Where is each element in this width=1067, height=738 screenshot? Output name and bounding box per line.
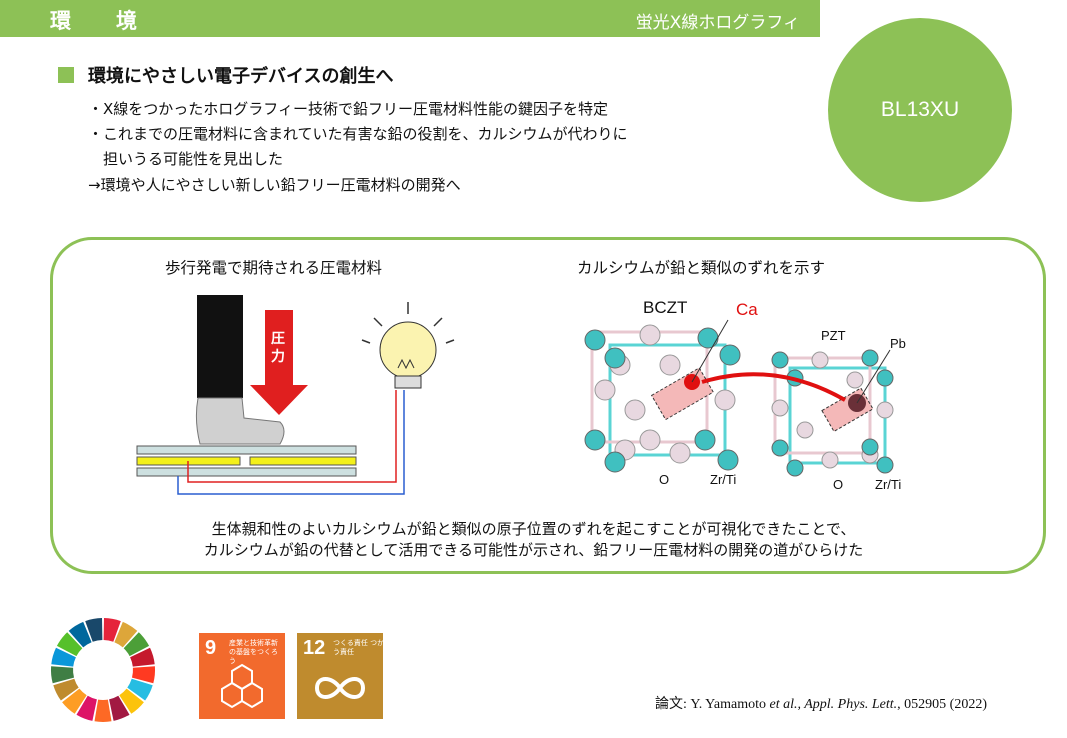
summary-line-1: 生体親和性のよいカルシウムが鉛と類似の原子位置のずれを起こすことが可視化できたこ…: [211, 520, 856, 538]
sdg-wheel-segment: [53, 678, 79, 701]
sdg-wheel-segment: [50, 666, 74, 684]
sdg-wheel-segment: [68, 621, 92, 648]
right-caption: カルシウムが鉛と類似のずれを示す: [577, 259, 826, 277]
goal-12-text: つくる責任 つかう責任: [333, 639, 385, 656]
figure-panel: [50, 237, 1046, 574]
left-caption: 歩行発電で期待される圧電材料: [165, 259, 383, 277]
o-label-1: O: [659, 472, 670, 487]
bczt-label: BCZT: [643, 298, 688, 317]
sdg-goal-9-tile: 9 産業と技術革新の基盤をつくろう: [199, 633, 285, 719]
header-bar: 環 境 蛍光X線ホログラフィ: [0, 0, 820, 37]
citation: 論文: Y. Yamamoto et al., Appl. Phys. Lett…: [655, 693, 987, 713]
category-label: 環 境: [50, 9, 149, 33]
bullet-2: ・これまでの圧電材料に含まれていた有害な鉛の役割を、カルシウムが代わりに: [88, 125, 628, 143]
goal-9-text: 産業と技術革新の基盤をつくろう: [229, 639, 278, 665]
walking-generation-illustration: [136, 295, 455, 495]
citation-prefix: 論文: Y. Yamamoto: [655, 697, 770, 712]
infinity-icon: [314, 677, 366, 699]
sdg-wheel-segment: [132, 666, 156, 684]
sdg-wheel-segment: [109, 695, 130, 721]
beamline-badge: BL13XU: [828, 18, 1012, 202]
sdg-wheel-segment: [85, 618, 103, 642]
double-arrow-icon: [701, 372, 846, 402]
citation-volume-year: , 052905 (2022): [897, 697, 987, 712]
sdg-wheel-segment: [76, 695, 97, 721]
sdg-wheel-segment: [127, 678, 153, 701]
pressure-label: 圧力: [271, 331, 285, 365]
cubes-icon: [221, 663, 263, 709]
o-label-2: O: [833, 477, 844, 492]
page-title: 環境にやさしい電子デバイスの創生へ: [88, 66, 394, 87]
pressure-arrow-icon: [250, 310, 308, 415]
sdg-wheel-segment: [130, 647, 155, 667]
zrti-label-2: Zr/Ti: [875, 477, 902, 492]
bullet-1: ・X線をつかったホログラフィー技術で鉛フリー圧電材料性能の鍵因子を特定: [88, 100, 608, 118]
sdg-wheel-segment: [94, 699, 112, 722]
pb-label: Pb: [890, 336, 906, 351]
sdg-wheel-segment: [56, 632, 83, 657]
bullet-3: →環境や人にやさしい新しい鉛フリー圧電材料の開発へ: [88, 176, 461, 194]
bullet-2-cont: 担いうる可能性を見出した: [88, 150, 284, 168]
sdg-wheel-segment: [51, 647, 76, 667]
title-bullet-square: [58, 67, 74, 83]
shoe-icon: [195, 397, 285, 445]
goal-12-number: 12: [303, 637, 326, 659]
goal-9-number: 9: [205, 637, 217, 659]
leg: [197, 295, 243, 398]
sdgs-wheel-logo: [50, 618, 156, 722]
sdg-wheel-segment: [114, 621, 138, 648]
technique-label: 蛍光X線ホログラフィ: [635, 13, 800, 33]
pzt-label: PZT: [821, 328, 846, 343]
sdg-goal-12-tile: 12 つくる責任 つかう責任: [297, 633, 384, 719]
sdg-wheel-segment: [62, 688, 87, 714]
sdg-wheel-segment: [103, 618, 121, 642]
zrti-label-1: Zr/Ti: [710, 472, 737, 487]
citation-etal: et al.: [769, 697, 798, 712]
citation-journal: , Appl. Phys. Lett.: [797, 697, 898, 712]
crystal-structure-illustration: [584, 319, 894, 477]
summary-line-2: カルシウムが鉛の代替として活用できる可能性が示され、鉛フリー圧電材料の開発の道が…: [203, 541, 864, 559]
sdg-wheel-segment: [119, 688, 144, 714]
sdg-wheel-segment: [123, 632, 150, 657]
ca-label: Ca: [736, 300, 758, 319]
